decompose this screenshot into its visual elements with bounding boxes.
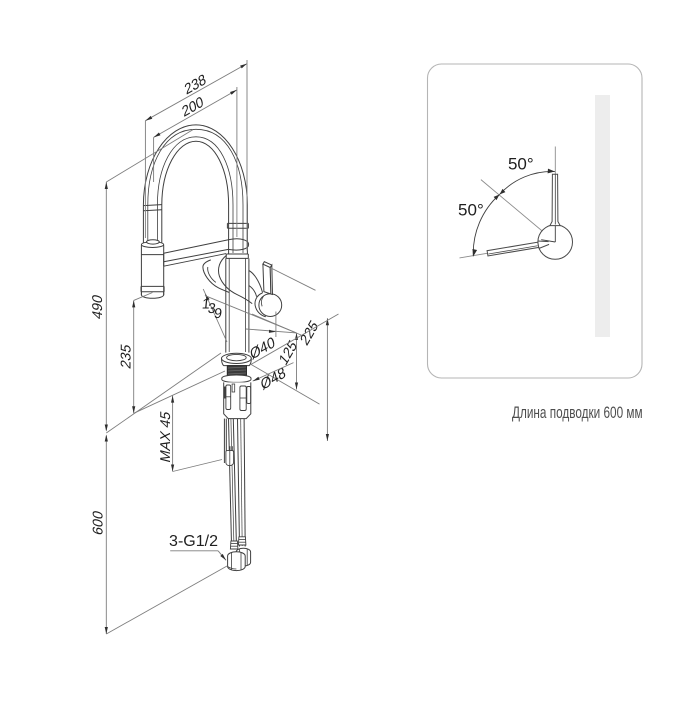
svg-text:50°: 50°: [508, 155, 534, 174]
svg-text:50°: 50°: [458, 201, 484, 220]
svg-text:235: 235: [119, 343, 135, 371]
svg-text:9: 9: [213, 306, 223, 322]
svg-text:MAX 45: MAX 45: [158, 410, 174, 464]
svg-text:1: 1: [201, 296, 211, 312]
svg-text:3-G1/2: 3-G1/2: [169, 533, 218, 550]
svg-text:600: 600: [90, 509, 106, 537]
svg-text:Длина подводки 600 мм: Длина подводки 600 мм: [512, 404, 643, 422]
svg-text:3: 3: [207, 301, 217, 317]
svg-text:490: 490: [90, 293, 106, 321]
